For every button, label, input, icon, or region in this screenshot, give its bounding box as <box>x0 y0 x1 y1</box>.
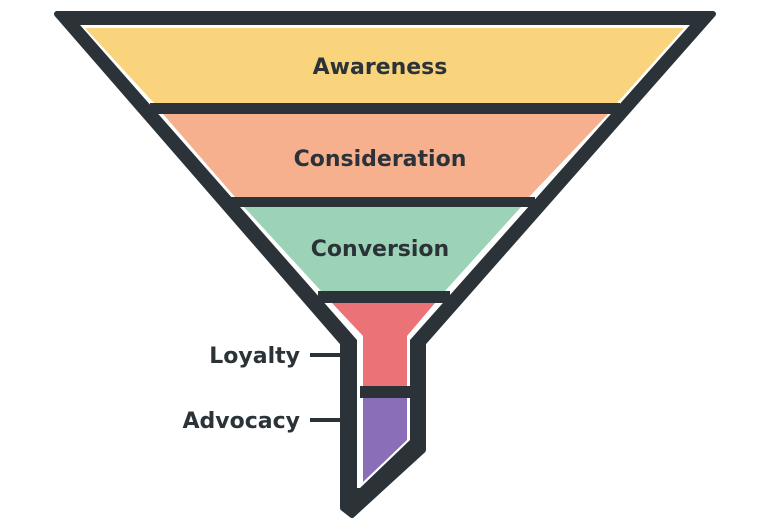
stage-label-loyalty: Loyalty <box>209 344 300 369</box>
stage-label-awareness: Awareness <box>313 55 448 80</box>
stage-band-conversion <box>244 207 521 291</box>
stage-divider <box>318 291 450 303</box>
stage-band-advocacy <box>363 398 407 482</box>
stage-band-loyalty <box>332 303 435 386</box>
stage-divider <box>360 386 410 398</box>
stage-label-conversion: Conversion <box>311 237 449 262</box>
stage-divider <box>150 103 620 114</box>
stage-label-consideration: Consideration <box>294 147 467 172</box>
stage-divider <box>230 197 535 207</box>
stage-band-awareness <box>85 28 684 103</box>
stage-band-consideration <box>163 114 608 197</box>
stage-label-advocacy: Advocacy <box>183 409 301 434</box>
